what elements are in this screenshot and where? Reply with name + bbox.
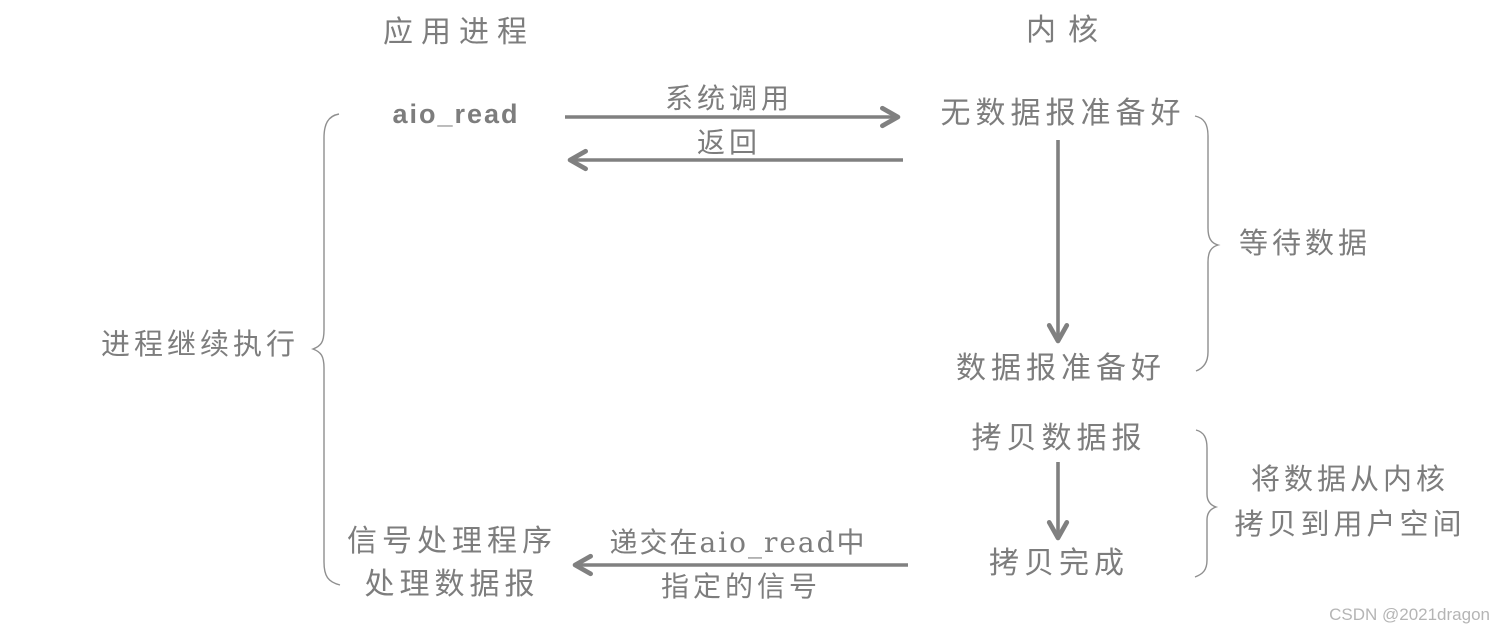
process-continues-label: 进程继续执行 [100, 327, 300, 361]
process-continues-brace [311, 113, 341, 586]
copy-to-user-brace [1194, 429, 1219, 578]
wait-for-data-label: 等待数据 [1238, 226, 1372, 260]
no-datagram-ready-node: 无数据报准备好 [940, 96, 1186, 131]
copy-to-user-label-line2: 拷贝到用户空间 [1234, 507, 1466, 541]
wait-data-brace [1194, 115, 1221, 372]
aio-read-node: aio_read [392, 99, 520, 129]
application-process-header: 应用进程 [383, 15, 535, 50]
system-call-label: 系统调用 [664, 82, 794, 115]
datagram-ready-node: 数据报准备好 [956, 351, 1166, 386]
copy-datagram-node: 拷贝数据报 [971, 421, 1147, 456]
return-label: 返回 [696, 126, 762, 159]
kernel-header: 内核 [1026, 13, 1110, 48]
signal-handler-node-line2: 处理数据报 [364, 567, 540, 602]
copy-to-user-label-line1: 将数据从内核 [1250, 462, 1450, 496]
deliver-signal-label-line2: 指定的信号 [660, 570, 822, 603]
csdn-watermark: CSDN @2021dragon [1329, 605, 1490, 624]
signal-handler-node-line1: 信号处理程序 [347, 524, 557, 559]
deliver-signal-label-line1: 递交在aio_read中 [609, 526, 867, 559]
copy-complete-node: 拷贝完成 [989, 546, 1129, 581]
